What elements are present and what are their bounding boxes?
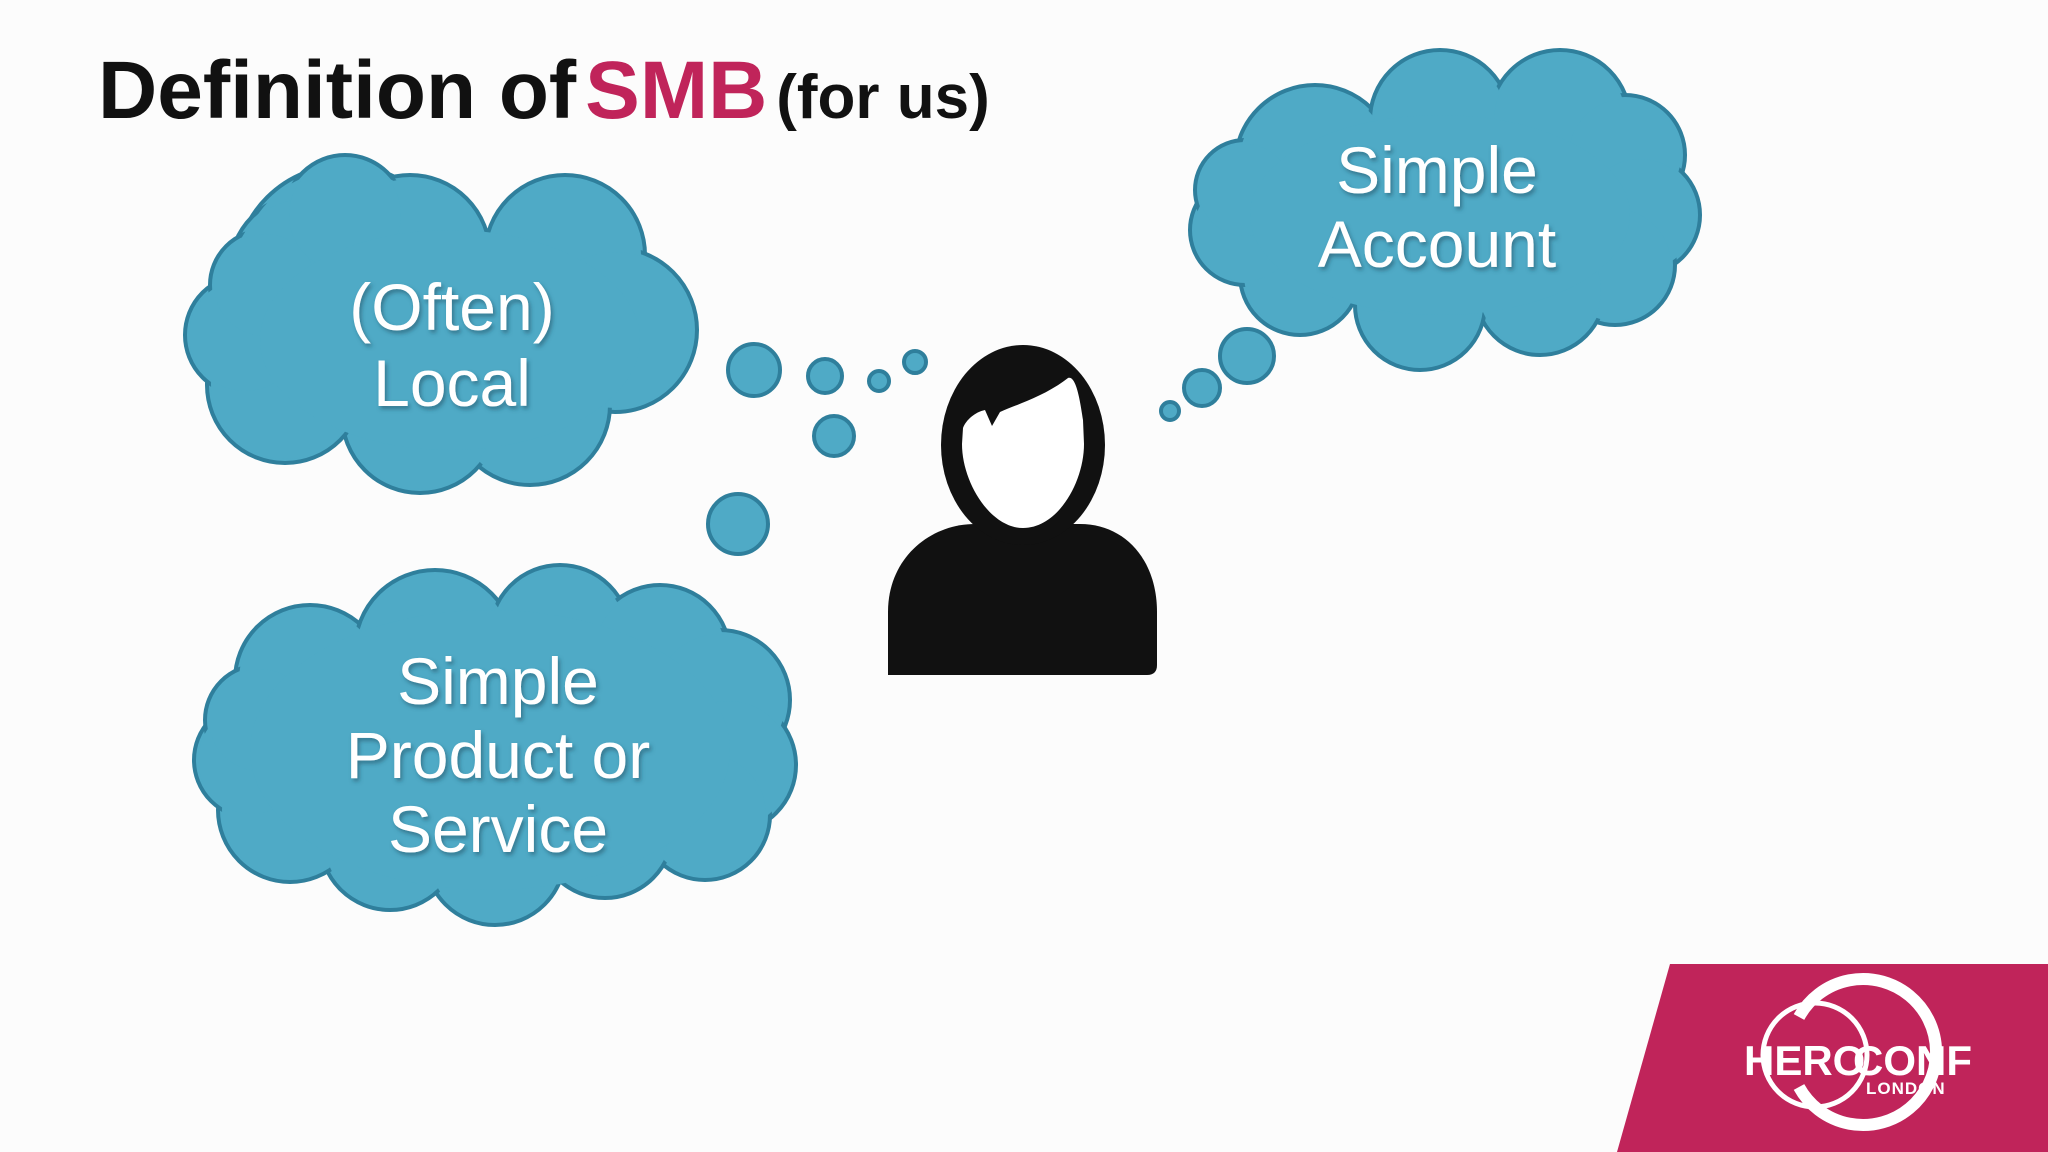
bubble-local-1: [728, 344, 780, 396]
bubble-product-1: [814, 416, 854, 456]
bubble-local-3: [869, 371, 889, 391]
logo-city-text: LONDON: [1866, 1079, 1946, 1098]
heroconf-logo: HERO CONF LONDON: [1617, 964, 2048, 1152]
cloud-product-line1: Simple: [397, 644, 599, 718]
cloud-product: Simple Product or Service: [194, 565, 796, 925]
cloud-product-line2: Product or: [346, 718, 650, 792]
bubble-product-2: [708, 494, 768, 554]
cloud-product-line3: Service: [388, 792, 608, 866]
bubble-account-2: [1184, 370, 1220, 406]
cloud-local-line1: (Often): [349, 270, 554, 344]
person-icon: [888, 345, 1157, 675]
bubble-account-3: [1161, 402, 1179, 420]
cloud-account-line1: Simple: [1336, 133, 1538, 207]
cloud-account-line2: Account: [1318, 207, 1556, 281]
logo-hero-text: HERO: [1744, 1037, 1865, 1084]
logo-conf-text: CONF: [1853, 1037, 1972, 1084]
bubble-local-2: [808, 359, 842, 393]
bubble-local-4: [904, 351, 926, 373]
cloud-account: Simple Account: [1190, 50, 1700, 370]
bubble-account-1: [1220, 329, 1274, 383]
cloud-local-line2: Local: [373, 346, 531, 420]
cloud-local: (Often) Local: [185, 155, 697, 493]
